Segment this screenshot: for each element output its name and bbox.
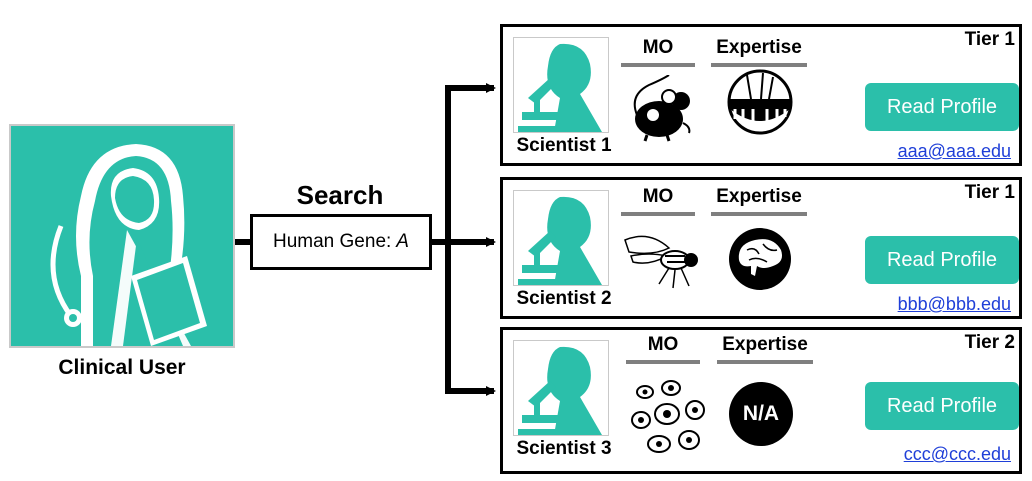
yeast-cells-icon	[631, 380, 705, 453]
na-badge: N/A	[729, 382, 793, 446]
clinical-user-label: Clinical User	[58, 356, 186, 379]
fly-icon	[624, 235, 698, 289]
expertise-header: Expertise	[722, 334, 808, 355]
organism-header: MO	[642, 186, 674, 207]
search-input[interactable]: Human Gene: A	[250, 214, 432, 270]
doctor-icon	[50, 144, 207, 346]
clinical-user-image	[9, 124, 235, 348]
scientist-name: Scientist 3	[516, 438, 612, 459]
organism-header-bar	[621, 63, 695, 67]
read-profile-button[interactable]: Read Profile	[865, 83, 1019, 131]
mouse-icon	[633, 75, 691, 142]
organism-header-bar	[626, 360, 700, 364]
scientist-name: Scientist 2	[516, 288, 612, 309]
scientist-microscope-icon	[518, 346, 602, 435]
scientist-card: Tier 1 Scientist 2 MO Expertise	[500, 177, 1022, 319]
expertise-header-bar	[711, 63, 807, 67]
scientist-card: Tier 1 Scientist 1 MO Expertise	[500, 24, 1022, 166]
scientist-microscope-icon	[518, 196, 602, 285]
organism-header: MO	[647, 334, 679, 355]
scientist-avatar	[513, 340, 609, 436]
expertise-header-bar	[717, 360, 813, 364]
organism-header-bar	[621, 212, 695, 216]
search-title: Search	[296, 180, 384, 210]
expertise-header: Expertise	[716, 37, 802, 58]
scientist-email-link[interactable]: ccc@ccc.edu	[903, 444, 1011, 464]
scientist-avatar	[513, 37, 609, 133]
read-profile-button[interactable]: Read Profile	[865, 236, 1019, 284]
tier-label: Tier 1	[964, 182, 1015, 203]
scientist-card: Tier 2 Scientist 3 MO Expertise	[500, 327, 1022, 474]
expertise-header-bar	[711, 212, 807, 216]
expertise-header: Expertise	[716, 186, 802, 207]
read-profile-button[interactable]: Read Profile	[865, 382, 1019, 430]
tier-label: Tier 2	[964, 332, 1015, 353]
scientist-email-link[interactable]: aaa@aaa.edu	[897, 141, 1011, 161]
organism-header: MO	[642, 37, 674, 58]
brain-icon	[729, 228, 791, 290]
scientist-microscope-icon	[518, 43, 602, 133]
search-field-gene: A	[396, 231, 409, 252]
scientist-avatar	[513, 190, 609, 286]
skin-tissue-icon	[727, 69, 793, 135]
search-field-prefix: Human Gene:	[273, 231, 392, 252]
scientist-name: Scientist 1	[516, 135, 612, 156]
tier-label: Tier 1	[964, 29, 1015, 50]
scientist-email-link[interactable]: bbb@bbb.edu	[897, 294, 1011, 314]
